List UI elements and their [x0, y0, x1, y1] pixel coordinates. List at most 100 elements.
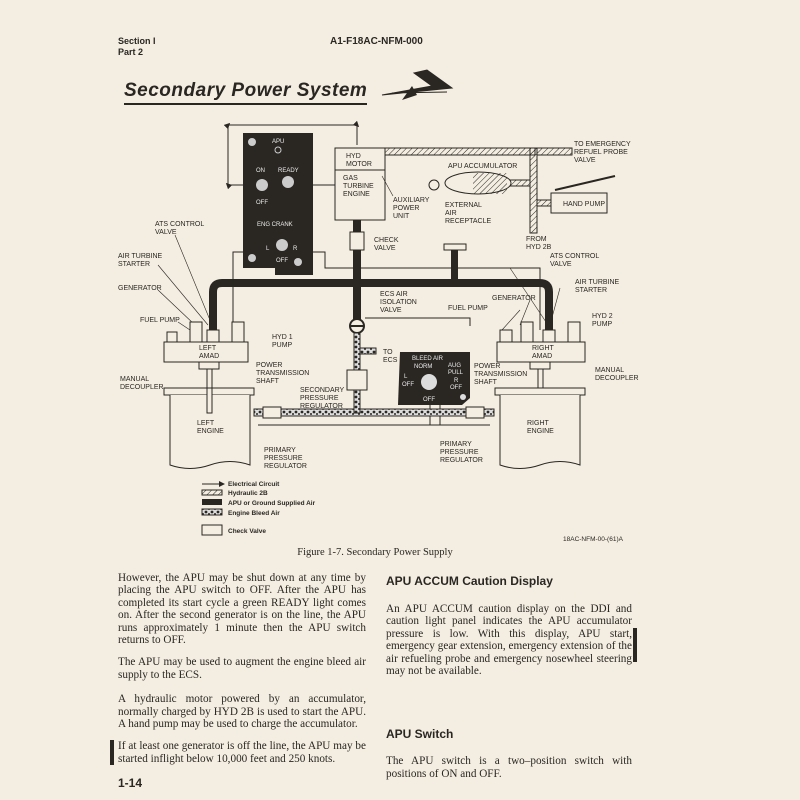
- diagram-label: PUMP: [592, 321, 613, 328]
- paragraph: The APU may be used to augment the engin…: [118, 656, 366, 681]
- left-column: However, the APU may be shut down at any…: [118, 572, 366, 765]
- diagram-label: Check Valve: [228, 528, 266, 535]
- diagram-label: REGULATOR: [264, 463, 307, 470]
- eng-crank-switch[interactable]: [276, 239, 288, 251]
- external-air-receptacle: [443, 243, 467, 251]
- diagram-label: ATS CONTROL: [550, 253, 599, 260]
- doc-id: A1-F18AC-NFM-000: [330, 36, 423, 47]
- accum-heading: APU ACCUM Caution Display: [386, 574, 553, 588]
- l-label: L: [266, 246, 270, 252]
- diagram-label: BLEED AIR: [412, 356, 444, 362]
- diagram-label: STARTER: [575, 287, 607, 294]
- diagram-label: OFF: [450, 385, 462, 391]
- diagram-label: NORM: [414, 364, 432, 370]
- ready-light-icon: [282, 176, 294, 188]
- hand-pump-handle: [554, 175, 616, 191]
- diagram-label: OFF: [423, 397, 435, 403]
- diagram-label: ENGINE: [527, 428, 554, 435]
- diagram-label: PRIMARY: [440, 441, 472, 448]
- diagram-label: SHAFT: [256, 378, 280, 385]
- diagram-label: RIGHT: [532, 345, 555, 352]
- hydraulic-lines: [384, 147, 616, 234]
- diagram-label: CHECK: [374, 237, 399, 244]
- diagram-label: STARTER: [118, 261, 150, 268]
- figure-caption: Figure 1-7. Secondary Power Supply: [297, 547, 453, 558]
- diagram-label: AMAD: [199, 353, 219, 360]
- section-label: Section I Part 2: [118, 36, 156, 58]
- diagram-label: L: [404, 374, 408, 380]
- apu-switch[interactable]: [256, 179, 268, 191]
- apu-switch-heading: APU Switch: [386, 727, 454, 742]
- diagram-label: ATS CONTROL: [155, 221, 204, 228]
- apu-light-icon: [274, 146, 282, 154]
- diagram-label: ENGINE: [343, 191, 370, 198]
- apu-label: APU: [272, 139, 284, 145]
- ready-label: READY: [278, 168, 299, 174]
- diagram-label: HYD 1: [272, 334, 293, 341]
- page-title: Secondary Power System: [124, 80, 368, 105]
- diagram-label: PUMP: [272, 342, 293, 349]
- diagram-label: ISOLATION: [380, 299, 417, 306]
- paragraph: A hydraulic motor powered by an accumula…: [118, 693, 366, 731]
- left-check-valve-icon: [262, 406, 282, 419]
- diagram-label: LEFT: [197, 420, 215, 427]
- crank-off-label: OFF: [276, 258, 288, 264]
- diagram-label: AUG: [448, 363, 461, 369]
- apu-switch-paragraph: The APU switch is a two–position switch …: [386, 755, 632, 780]
- eng-crank-label: ENG CRANK: [257, 222, 293, 228]
- diagram-label: TO: [383, 349, 393, 356]
- diagram-label: MANUAL: [595, 367, 624, 374]
- off-label: OFF: [256, 200, 268, 206]
- diagram-label: ECS: [383, 357, 398, 364]
- diagram-label: TO EMERGENCY: [574, 141, 631, 148]
- diagram-label: REFUEL PROBE: [574, 149, 628, 156]
- diagram-label: FUEL PUMP: [448, 305, 488, 312]
- diagram-label: POWER: [256, 362, 282, 369]
- diagram-label: REGULATOR: [300, 403, 343, 410]
- jet-logo-icon: [381, 69, 454, 100]
- diagram-label: PRIMARY: [264, 447, 296, 454]
- diagram-label: VALVE: [550, 261, 572, 268]
- right-column: APU ACCUM Caution Display An APU ACCUM c…: [386, 574, 632, 780]
- diagram-label: PRESSURE: [300, 395, 339, 402]
- diagram-label: Electrical Circuit: [228, 481, 280, 488]
- diagram-label: AMAD: [532, 353, 552, 360]
- part: Part 2: [118, 47, 144, 57]
- bleed-air-knob[interactable]: [421, 374, 437, 390]
- diagram-label: FUEL PUMP: [140, 317, 180, 324]
- diagram-label: ECS AIR: [380, 291, 408, 298]
- diagram-label: EXTERNAL: [445, 202, 482, 209]
- diagram-label: Hydraulic 2B: [228, 490, 268, 497]
- diagram-label: GAS: [343, 175, 358, 182]
- diagram-label: TURBINE: [343, 183, 374, 190]
- accum-paragraph: An APU ACCUM caution display on the DDI …: [386, 603, 632, 678]
- diagram-label: AIR TURBINE: [118, 253, 163, 260]
- pressure-gauge-icon: [428, 179, 440, 191]
- diagram-label: TRANSMISSION: [256, 370, 309, 377]
- diagram-label: APU or Ground Supplied Air: [228, 500, 316, 507]
- diagram-label: VALVE: [374, 245, 396, 252]
- r-label: R: [293, 246, 298, 252]
- diagram-label: VALVE: [155, 229, 177, 236]
- diagram-label: RIGHT: [527, 420, 550, 427]
- diagram-label: UNIT: [393, 213, 410, 220]
- diagram-label: MANUAL: [120, 376, 149, 383]
- legend: Electrical Circuit Hydraulic 2B APU or G…: [201, 481, 316, 536]
